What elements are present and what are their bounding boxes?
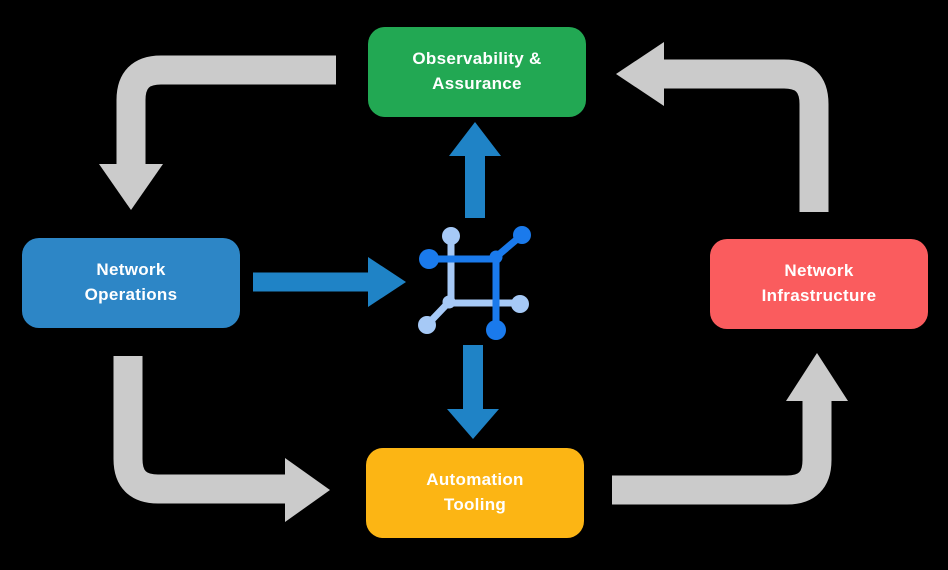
arrow-head-right-icon	[285, 458, 330, 522]
cycle-arrow-infrastructure-to-observability	[616, 42, 829, 212]
arrow-head-right-icon	[368, 257, 406, 307]
cycle-arrow-automation-to-infrastructure	[612, 353, 848, 505]
arrow-head-up-icon	[786, 353, 848, 401]
flow-arrow-center-to-automation	[447, 345, 499, 439]
arrow-shaft	[113, 356, 285, 504]
node-automation-tooling: Automation Tooling	[366, 448, 584, 538]
cycle-arrow-observability-to-operations	[99, 55, 336, 210]
arrow-head-down-icon	[447, 409, 499, 439]
arrow-shaft	[116, 55, 336, 166]
node-observability-assurance: Observability & Assurance	[368, 27, 586, 117]
cycle-arrow-operations-to-automation	[113, 356, 330, 522]
icon-dark-nodes	[419, 226, 531, 340]
arrow-shaft	[662, 59, 829, 212]
arrow-head-up-icon	[449, 122, 501, 156]
icon-light-nodes	[418, 227, 529, 334]
node-label: Network Infrastructure	[761, 261, 877, 305]
node-label: Network Operations	[84, 260, 178, 304]
arrow-head-left-icon	[616, 42, 664, 106]
flow-arrow-operations-to-center	[253, 257, 406, 307]
flow-arrow-center-to-observability	[449, 122, 501, 218]
node-label: Automation Tooling	[426, 470, 524, 514]
icon-dark-strokes	[429, 232, 525, 330]
network-automation-nodes-icon	[418, 226, 531, 340]
node-network-operations: Network Operations	[22, 238, 240, 328]
node-label: Observability & Assurance	[412, 49, 542, 93]
arrow-head-down-icon	[99, 164, 163, 210]
arrow-shaft	[612, 399, 832, 505]
node-network-infrastructure: Network Infrastructure	[710, 239, 928, 329]
